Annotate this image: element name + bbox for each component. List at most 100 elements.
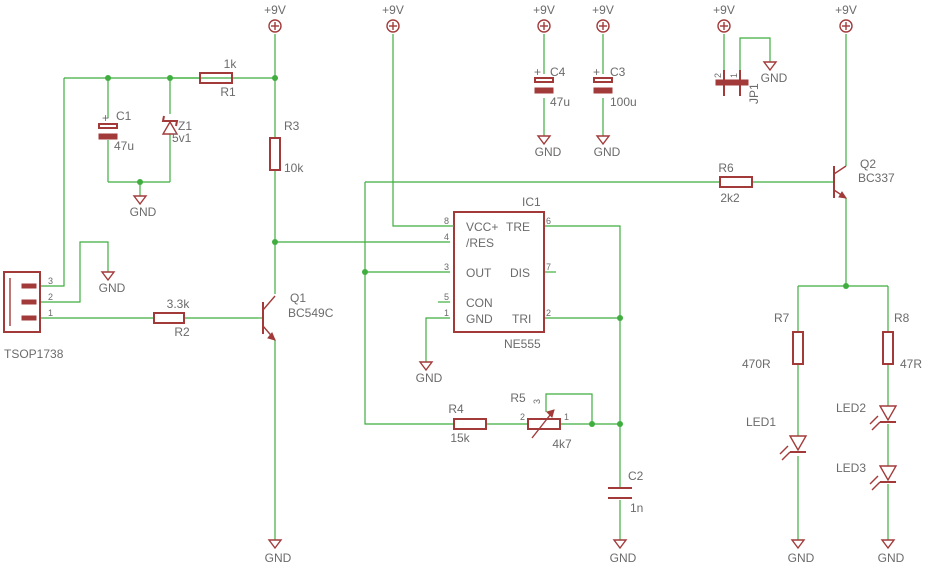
- junction-dots: [105, 75, 849, 427]
- c4-ref: C4: [550, 65, 566, 79]
- ground-symbol: GND: [761, 61, 788, 85]
- wires: [40, 34, 889, 540]
- potentiometer-r5: R5 4k7 1 2 3: [510, 391, 572, 451]
- ir-receiver-tsop1738: 3 2 1 TSOP1738: [3, 271, 64, 361]
- led2-ref: LED2: [836, 401, 866, 415]
- ic1-pin-gnd: GND: [466, 312, 493, 326]
- transistor-q2: Q2 BC337: [830, 157, 895, 199]
- zener-z1: Z1 5v1: [161, 115, 192, 145]
- transistor-q1: Q1 BC549C: [258, 291, 334, 341]
- ic1-pin-res: /RES: [466, 236, 494, 250]
- c4-value: 47u: [550, 95, 570, 109]
- ground-label: GND: [878, 551, 905, 565]
- ground-symbol: GND: [416, 361, 443, 385]
- ic1-pin-num: 4: [444, 232, 449, 242]
- supply-symbol: +9V: [592, 3, 614, 33]
- supply-label: +9V: [835, 3, 857, 17]
- ground-label: GND: [788, 551, 815, 565]
- supply-symbol: +9V: [382, 3, 404, 33]
- r6-value: 2k2: [720, 191, 740, 205]
- r4-ref: R4: [448, 402, 464, 416]
- r5-pin: 2: [520, 412, 525, 422]
- ground-symbol: GND: [878, 539, 905, 565]
- r5-pin: 3: [532, 399, 542, 404]
- capacitor-c2: C2 1n: [608, 469, 644, 515]
- c4-polarity-icon: +: [534, 65, 541, 79]
- ic1-pin-dis: DIS: [510, 266, 530, 280]
- ic1-pin-num: 2: [546, 308, 551, 318]
- ic1-pin-con: CON: [466, 296, 493, 310]
- ground-symbol: GND: [99, 271, 126, 295]
- supply-symbol: +9V: [264, 3, 286, 33]
- c1-ref: C1: [116, 109, 132, 123]
- supply-symbol: +9V: [713, 3, 735, 33]
- r7-ref: R7: [774, 311, 790, 325]
- ic-ne555: IC1 NE555 VCC+ 8 /RES 4 OUT 3 CON 5 GND …: [444, 195, 551, 351]
- resistor-r8: R8 47R: [882, 311, 922, 371]
- supply-label: +9V: [713, 3, 735, 17]
- r8-ref: R8: [894, 311, 910, 325]
- z1-value: 5v1: [172, 131, 192, 145]
- c2-value: 1n: [630, 501, 643, 515]
- c3-polarity-icon: +: [593, 65, 600, 79]
- r6-ref: R6: [718, 161, 734, 175]
- ground-label: GND: [99, 281, 126, 295]
- supply-symbol: +9V: [533, 3, 555, 33]
- r5-pin: 1: [564, 412, 569, 422]
- capacitor-c4: + C4 47u: [534, 65, 570, 109]
- jp1-pin: 2: [713, 73, 723, 78]
- c1-value: 47u: [114, 139, 134, 153]
- supply-symbol: +9V: [835, 3, 857, 33]
- r2-value: 3.3k: [167, 297, 191, 311]
- ground-label: GND: [130, 205, 157, 219]
- tsop-pin: 2: [48, 292, 53, 302]
- ground-symbol: GND: [265, 539, 292, 565]
- c3-ref: C3: [610, 65, 626, 79]
- resistor-r1: 1k R1: [170, 57, 237, 99]
- ground-label: GND: [761, 71, 788, 85]
- ground-symbol: GND: [610, 539, 637, 565]
- r4-value: 15k: [450, 431, 470, 445]
- ground-label: GND: [594, 145, 621, 159]
- led1-ref: LED1: [746, 415, 776, 429]
- led1: LED1: [746, 415, 808, 461]
- r8-value: 47R: [900, 357, 922, 371]
- ic1-value: NE555: [504, 337, 541, 351]
- r7-value: 470R: [742, 357, 771, 371]
- jp1-ref: JP1: [747, 83, 761, 104]
- supply-label: +9V: [382, 3, 404, 17]
- ground-symbol: GND: [594, 135, 621, 159]
- ic1-pin-num: 8: [444, 216, 449, 226]
- q2-ref: Q2: [860, 157, 876, 171]
- ground-symbol: GND: [788, 539, 815, 565]
- resistor-r6: R6 2k2: [718, 161, 753, 205]
- ground-label: GND: [535, 145, 562, 159]
- tsop-ref: TSOP1738: [4, 347, 64, 361]
- ic1-ref: IC1: [522, 195, 541, 209]
- ground-label: GND: [265, 551, 292, 565]
- r3-ref: R3: [284, 119, 300, 133]
- q1-ref: Q1: [290, 291, 306, 305]
- resistor-r3: R3 10k: [269, 119, 304, 175]
- supply-label: +9V: [592, 3, 614, 17]
- ground-label: GND: [610, 551, 637, 565]
- z1-ref: Z1: [178, 119, 192, 133]
- ic1-pin-tri: TRI: [512, 312, 531, 326]
- capacitor-c3: + C3 100u: [593, 65, 637, 109]
- c3-value: 100u: [610, 95, 637, 109]
- resistor-r2: 3.3k R2: [153, 297, 191, 339]
- q1-value: BC549C: [288, 306, 334, 320]
- ic1-pin-num: 7: [546, 262, 551, 272]
- capacitor-c1: + C1 47u: [98, 109, 134, 153]
- resistor-r4: R4 15k: [432, 402, 487, 445]
- r1-ref: R1: [220, 85, 236, 99]
- ic1-pin-num: 6: [546, 216, 551, 226]
- ic1-pin-num: 5: [444, 292, 449, 302]
- r5-value: 4k7: [552, 437, 572, 451]
- r5-ref: R5: [510, 391, 526, 405]
- jumper-jp1: 2 1 JP1: [713, 70, 761, 104]
- ic1-pin-vcc: VCC+: [466, 220, 498, 234]
- r3-value: 10k: [284, 161, 304, 175]
- supply-label: +9V: [533, 3, 555, 17]
- c2-ref: C2: [628, 469, 644, 483]
